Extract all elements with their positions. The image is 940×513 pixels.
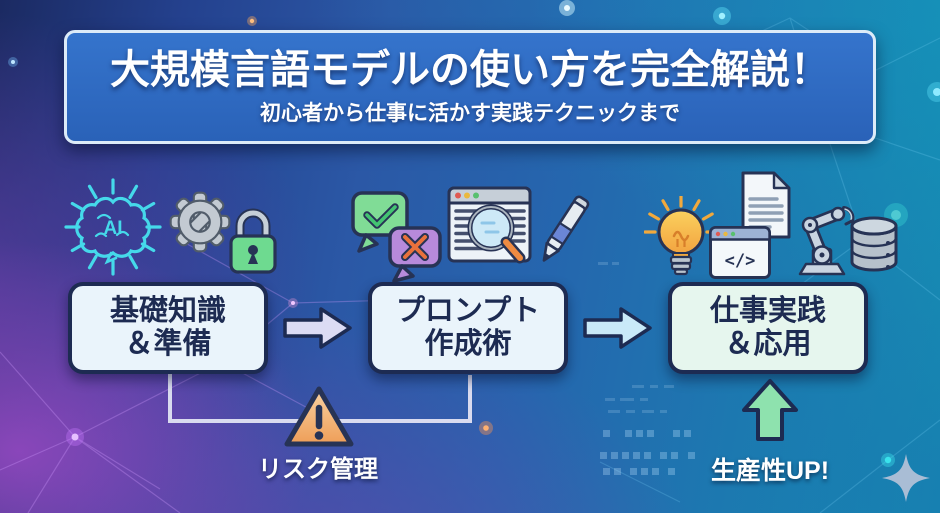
step-box-work: 仕事実践 ＆応用: [668, 282, 868, 374]
chat-x-bubble: [388, 226, 442, 283]
step-label-line: 基礎知識: [109, 294, 226, 327]
warning-icon: [284, 386, 354, 447]
code-window-icon: </>: [709, 226, 771, 279]
step-label-line: ＆応用: [724, 328, 812, 360]
step-label-line: 作成術: [424, 328, 512, 360]
risk-label: リスク管理: [258, 456, 378, 483]
main-title: 大規模言語モデルの使い方を完全解説！: [110, 47, 830, 92]
ai-brain-icon: AI: [64, 178, 162, 276]
document-icon: [741, 171, 791, 239]
robot-arm-icon: [798, 206, 855, 276]
step-label-line: 仕事実践: [709, 294, 826, 327]
ai-badge-text: AI: [104, 218, 123, 239]
database-icon: [850, 216, 898, 272]
pen-icon: [542, 195, 590, 262]
step-box-prompt: プロンプト 作成術: [368, 282, 568, 374]
chat-approve-bubble: [351, 191, 409, 253]
lightbulb-icon: [644, 196, 718, 276]
code-symbol-text: </>: [725, 251, 756, 271]
subtitle: 初心者から仕事に活かす実践テクニックまで: [260, 101, 680, 125]
right-arrow-icon: [283, 307, 352, 349]
step-label-line: プロンプト: [395, 294, 541, 327]
productivity-label: 生産性UP!: [710, 457, 830, 485]
title-banner: 大規模言語モデルの使い方を完全解説！ 初心者から仕事に活かす実践テクニックまで: [64, 30, 876, 144]
sparkle-icon: [882, 454, 930, 502]
step-label-line: ＆準備: [124, 328, 212, 360]
up-arrow-icon: [742, 379, 798, 441]
lock-icon: [229, 208, 277, 274]
search-document-icon: [447, 186, 532, 264]
step-box-basics: 基礎知識 ＆準備: [68, 282, 268, 374]
right-arrow-icon: [583, 307, 652, 349]
gear-icon: [169, 191, 231, 253]
chat-check-icon: [351, 191, 442, 283]
